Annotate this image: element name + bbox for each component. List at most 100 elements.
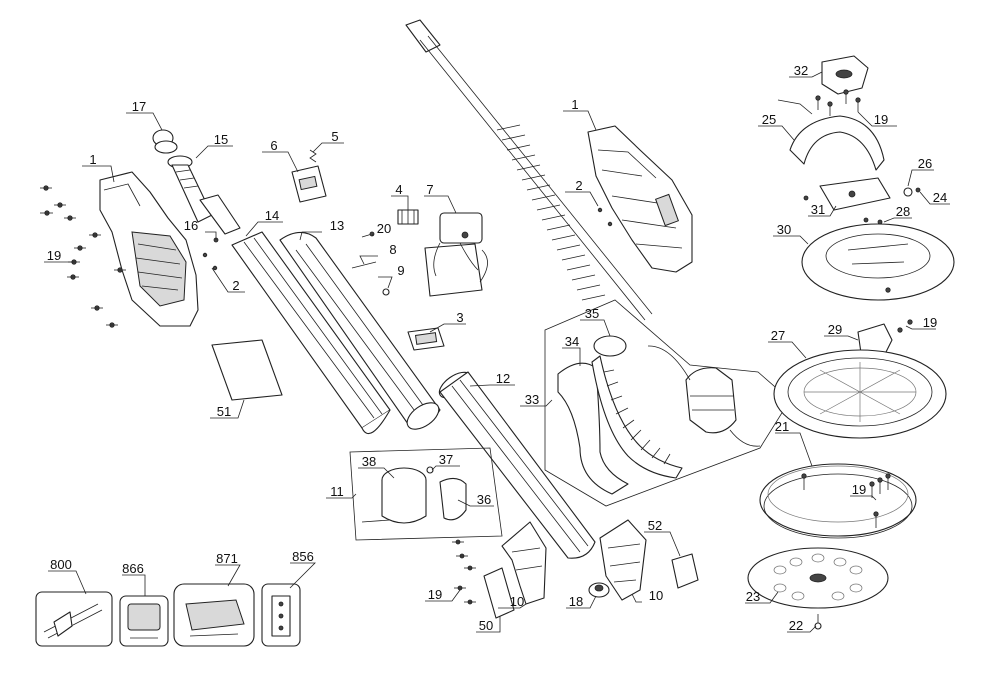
callout-19-top-right: 19 bbox=[874, 112, 888, 127]
vacuum-adapter-part bbox=[647, 345, 761, 447]
callout-19-ring: 19 bbox=[852, 482, 866, 497]
callout-2-center: 2 bbox=[575, 178, 582, 193]
screw-20-part bbox=[361, 231, 375, 238]
callout-29: 29 bbox=[828, 322, 842, 337]
callout-13: 13 bbox=[330, 218, 344, 233]
callout-37: 37 bbox=[439, 452, 453, 467]
callout-16: 16 bbox=[184, 218, 198, 233]
pad-50-part bbox=[483, 567, 515, 619]
callout-856: 856 bbox=[292, 549, 314, 564]
callout-21: 21 bbox=[775, 419, 789, 434]
callout-4: 4 bbox=[395, 182, 402, 197]
callout-20: 20 bbox=[377, 221, 391, 236]
callout-1-left: 1 bbox=[89, 152, 96, 167]
callout-36: 36 bbox=[477, 492, 491, 507]
battery-866-box bbox=[119, 595, 169, 647]
small-pins-16-2 bbox=[202, 237, 219, 271]
callout-19-lower: 19 bbox=[428, 587, 442, 602]
outer-tube-part bbox=[438, 371, 596, 559]
grip-half-right-part bbox=[599, 519, 647, 601]
bracket-31-part bbox=[819, 177, 891, 211]
charger-871-box bbox=[173, 583, 255, 647]
ball-37-part bbox=[426, 466, 434, 474]
callout-51: 51 bbox=[217, 404, 231, 419]
upper-tube-half-part bbox=[279, 231, 441, 430]
callout-19-left: 19 bbox=[47, 248, 61, 263]
callout-5: 5 bbox=[331, 129, 338, 144]
motor-housing-left-part bbox=[99, 171, 199, 327]
callout-23: 23 bbox=[746, 589, 760, 604]
knob-18-part bbox=[588, 582, 610, 598]
shroud-30-part bbox=[801, 223, 955, 301]
callout-19-mid-right: 19 bbox=[923, 315, 937, 330]
label-plate-part bbox=[211, 339, 283, 401]
dust-hose-35-part bbox=[591, 335, 683, 479]
lower-tube-half-part bbox=[231, 231, 391, 434]
callout-12: 12 bbox=[496, 371, 510, 386]
pad-52-part bbox=[671, 553, 699, 589]
yoke-25-part bbox=[777, 99, 885, 171]
callout-18: 18 bbox=[569, 594, 583, 609]
coupling-assembly-box bbox=[349, 447, 503, 541]
callout-8: 8 bbox=[389, 242, 396, 257]
callout-17: 17 bbox=[132, 99, 146, 114]
callout-31: 31 bbox=[811, 202, 825, 217]
screw-22-part bbox=[814, 614, 822, 630]
callout-800: 800 bbox=[50, 557, 72, 572]
leader-lines bbox=[44, 71, 950, 633]
callout-34: 34 bbox=[565, 334, 579, 349]
callout-24: 24 bbox=[933, 190, 947, 205]
sanding-pad-23-part bbox=[747, 547, 889, 609]
callout-25: 25 bbox=[762, 112, 776, 127]
motor-housing-center-part bbox=[587, 125, 693, 273]
callout-22: 22 bbox=[789, 618, 803, 633]
callout-28: 28 bbox=[896, 204, 910, 219]
coupling-38-part bbox=[361, 467, 427, 524]
pin-8-part bbox=[351, 261, 377, 269]
small-hardware-24-26-28 bbox=[803, 187, 921, 225]
callout-6: 6 bbox=[270, 138, 277, 153]
manual-856-box bbox=[261, 583, 301, 647]
callout-11: 11 bbox=[330, 484, 344, 499]
callout-35: 35 bbox=[585, 306, 599, 321]
grip-half-left-part bbox=[501, 521, 547, 605]
pad-base-27-part bbox=[773, 349, 947, 439]
callout-871: 871 bbox=[216, 551, 238, 566]
callout-38: 38 bbox=[362, 454, 376, 469]
switch-part bbox=[291, 165, 327, 203]
callout-52: 52 bbox=[648, 518, 662, 533]
callout-2-left: 2 bbox=[232, 278, 239, 293]
callout-30: 30 bbox=[777, 222, 791, 237]
callout-9: 9 bbox=[397, 263, 404, 278]
motor-gear-32-part bbox=[821, 55, 869, 95]
handle-tube-part bbox=[167, 155, 241, 235]
ball-9-part bbox=[382, 288, 390, 296]
callout-labels: 17 15 1 16 14 19 2 51 6 5 4 7 13 20 8 9 … bbox=[47, 63, 947, 633]
callout-26: 26 bbox=[918, 156, 932, 171]
controller-module-part bbox=[424, 212, 488, 297]
callout-14: 14 bbox=[265, 208, 279, 223]
accessory-800-box bbox=[35, 591, 113, 647]
pcb-3-part bbox=[407, 327, 445, 351]
connector-block-part bbox=[397, 209, 419, 225]
clamp-36-part bbox=[439, 477, 467, 521]
screws-top-right-group bbox=[815, 89, 861, 116]
callout-10-right: 10 bbox=[649, 588, 663, 603]
callout-10-left: 10 bbox=[510, 594, 524, 609]
callout-32: 32 bbox=[794, 63, 808, 78]
callout-15: 15 bbox=[214, 132, 228, 147]
drive-shaft-part bbox=[405, 19, 653, 321]
callout-27: 27 bbox=[771, 328, 785, 343]
brush-ring-21-part bbox=[759, 463, 917, 539]
callout-50: 50 bbox=[479, 618, 493, 633]
callout-7: 7 bbox=[426, 182, 433, 197]
handle-cap-part bbox=[152, 129, 178, 154]
callout-3: 3 bbox=[456, 310, 463, 325]
callout-1-center: 1 bbox=[571, 97, 578, 112]
callout-33: 33 bbox=[525, 392, 539, 407]
screws-lower-group bbox=[452, 539, 476, 605]
screws-left-group bbox=[40, 185, 126, 328]
callout-866: 866 bbox=[122, 561, 144, 576]
small-pins-2-center bbox=[597, 207, 613, 227]
